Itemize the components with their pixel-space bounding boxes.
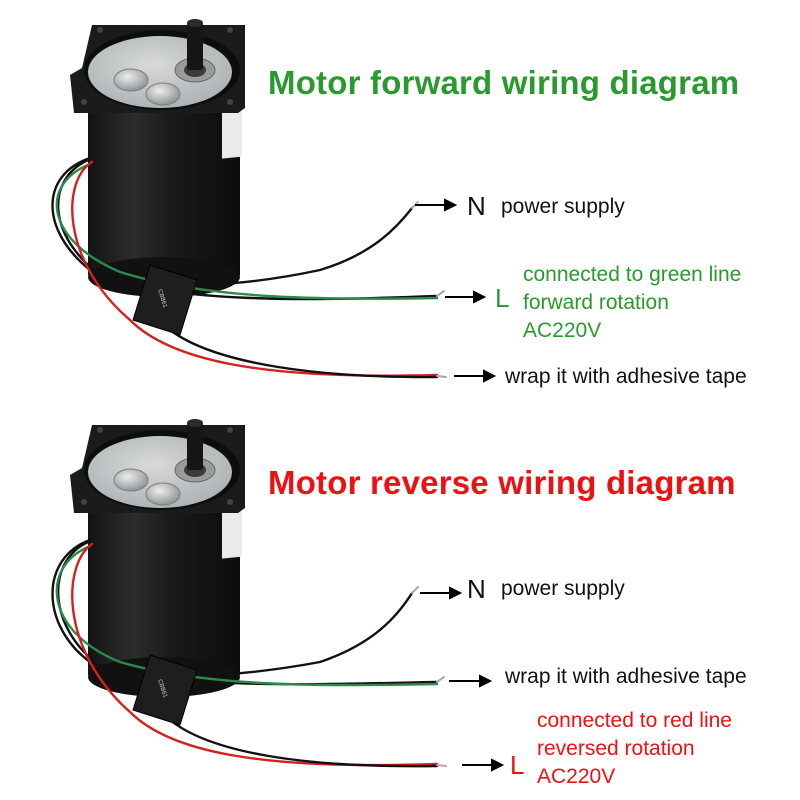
reverse-l-note: connected to red line reversed rotation … [537, 707, 732, 791]
reverse-l-note-line: connected to red line [537, 709, 732, 732]
wire-red [71, 542, 439, 767]
reverse-tape-label: wrap it with adhesive tape [505, 665, 747, 688]
svg-text:CBB61: CBB61 [156, 289, 168, 310]
wire-black-3 [168, 718, 439, 768]
arrows [420, 586, 505, 772]
reverse-title: Motor reverse wiring diagram [268, 464, 736, 501]
wire-green [55, 545, 439, 687]
forward-motor-illustration: CBB61 [51, 19, 497, 383]
forward-n-label: power supply [501, 195, 625, 218]
arrows [415, 198, 497, 383]
reverse-motor-illustration: CBB61 [51, 419, 505, 772]
reverse-n-pin: N [467, 574, 486, 604]
reverse-l-pin: L [510, 750, 525, 780]
reverse-l-note-line: AC220V [537, 765, 616, 788]
reverse-n-label: power supply [501, 577, 625, 600]
motor-icon [70, 419, 245, 697]
wire-black-3 [168, 328, 439, 379]
forward-l-pin: L [495, 283, 510, 313]
forward-l-note-line: forward rotation [523, 291, 669, 314]
forward-l-note-line: AC220V [523, 319, 602, 342]
forward-l-note-line: connected to green line [523, 263, 742, 286]
forward-title: Motor forward wiring diagram [268, 64, 740, 101]
reverse-l-note-line: reversed rotation [537, 737, 695, 760]
wire-red [71, 160, 439, 377]
reverse-wiring-panel: CBB61 Motor reverse wiring diagram N pow… [0, 400, 800, 800]
forward-n-pin: N [467, 191, 486, 221]
forward-wiring-panel: CBB61 Motor forward wiring diagram N pow… [51, 19, 747, 388]
svg-text:CBB61: CBB61 [156, 679, 168, 700]
motor-icon [70, 19, 245, 297]
wire-green [55, 163, 439, 300]
capacitor-icon: CBB61 [132, 654, 198, 726]
capacitor-icon: CBB61 [132, 264, 198, 336]
forward-l-note: connected to green line forward rotation… [523, 261, 741, 345]
forward-tape-label: wrap it with adhesive tape [505, 365, 747, 388]
